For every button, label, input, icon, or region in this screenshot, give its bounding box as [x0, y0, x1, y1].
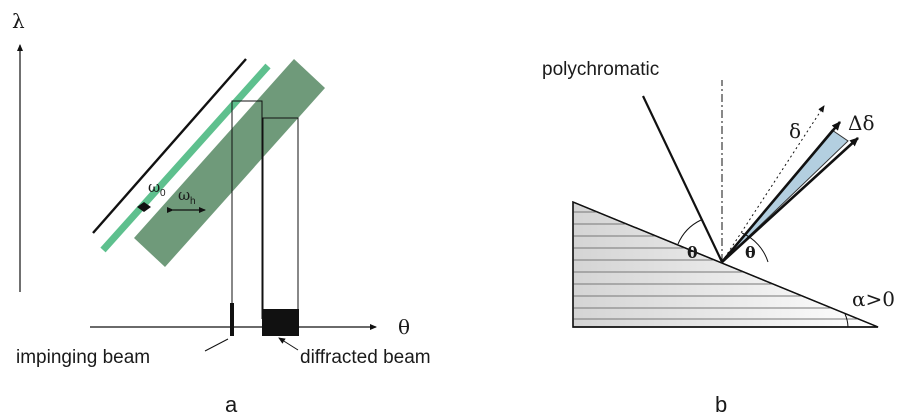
panel-b: polychromatic θ θ	[542, 59, 895, 417]
lambda-axis-label: λ	[12, 9, 25, 33]
wide-diffraction-band	[134, 59, 325, 267]
thin-acceptance-band	[100, 63, 271, 253]
impinging-beam-label: impinging beam	[16, 347, 150, 368]
impinging-beam-marker	[230, 303, 234, 336]
omega-0-subscript: 0	[160, 188, 166, 199]
alpha-arc	[844, 313, 849, 328]
panel-b-caption: b	[715, 392, 727, 417]
diffracted-leader	[278, 337, 299, 351]
omega-0-label: ω	[148, 178, 160, 196]
delta-label: δ	[789, 119, 801, 143]
panel-a-caption: a	[225, 392, 238, 417]
diffracted-fan	[721, 129, 849, 263]
omega-0-marker	[137, 202, 151, 212]
impinging-projection	[231, 100, 263, 319]
fan-edge-lower	[721, 137, 859, 263]
polychromatic-label: polychromatic	[542, 59, 659, 80]
diffracted-projection	[262, 117, 299, 309]
delta-direction	[721, 105, 825, 263]
alpha-label: α>0	[852, 287, 895, 311]
fan-edge-upper	[721, 121, 841, 263]
incident-beam	[642, 95, 723, 263]
omega-h-subscript: h	[190, 196, 196, 207]
impinging-leader	[204, 338, 229, 352]
theta-arc-left	[677, 219, 702, 245]
omega-h-label: ω	[178, 186, 190, 204]
crystal-outline	[572, 200, 879, 328]
diffracted-beam-label: diffracted beam	[300, 347, 431, 368]
theta-arc-right	[741, 232, 769, 263]
theta-axis-label: θ	[398, 315, 410, 339]
panel-a: λ θ ω 0 ω h impinging beam diffracted be…	[12, 9, 431, 417]
theta-right-label: θ	[745, 243, 756, 262]
theta-left-label: θ	[687, 243, 698, 262]
reflection-line	[92, 58, 247, 234]
diffracted-beam-marker	[262, 309, 299, 336]
delta-delta-label: Δδ	[848, 111, 874, 135]
